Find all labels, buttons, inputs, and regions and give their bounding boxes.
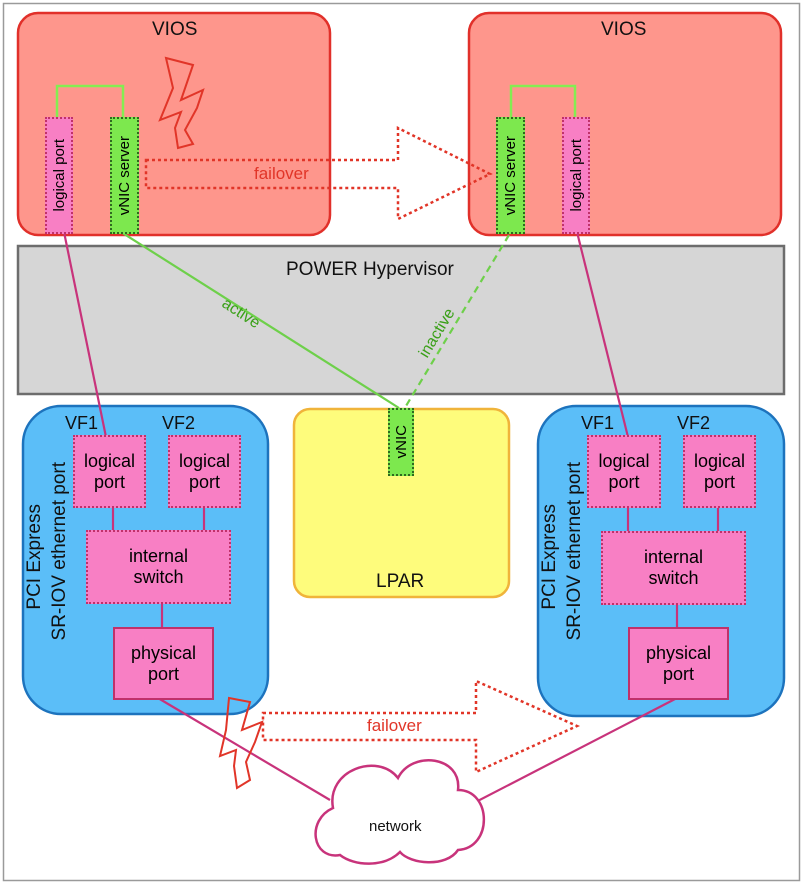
adapter-left-internal-switch-line-1: internal — [128, 546, 189, 566]
network-label: network — [369, 818, 422, 835]
adapter-right-physical-port-line-2: port — [662, 663, 695, 684]
vios-left-box — [16, 11, 332, 237]
inactive-link — [405, 234, 510, 407]
failure-bolt-top-icon — [158, 56, 205, 150]
link-left-physical-to-network — [157, 697, 331, 801]
vios-right-vnic-server-label: vNIC server — [502, 135, 519, 216]
adapter-right-physical-port: physical port — [628, 627, 729, 700]
adapter-right-side-label-1: PCI Express — [539, 504, 560, 610]
vios-left-logical-port-label: logical port — [50, 139, 68, 212]
vios-left-logical-port: logical port — [45, 117, 73, 234]
network-cloud — [314, 759, 486, 865]
adapter-left-internal-switch-line-2: switch — [133, 567, 184, 587]
vios-right-logical-port-label: logical port — [567, 139, 585, 212]
adapter-right-logical-port-1: logical port — [587, 435, 661, 508]
failover-bottom-label: failover — [367, 716, 422, 735]
vios-left-bridge — [55, 84, 125, 118]
adapter-right-vf1: VF1 — [581, 413, 615, 433]
lpar-vnic-label: vNIC — [392, 425, 410, 459]
adapter-internal-links — [111, 507, 720, 628]
adapter-right-logical-port-1-line-1: logical — [598, 450, 650, 471]
vios-left-title: VIOS — [152, 19, 198, 40]
vios-right-box — [467, 11, 783, 237]
adapter-left-logical-port-2: logical port — [168, 435, 241, 508]
adapter-left-vf1: VF1 — [65, 413, 99, 433]
adapter-left-side-label-1: PCI Express — [24, 504, 45, 610]
adapter-right-internal-switch-line-2: switch — [648, 568, 699, 588]
failover-top-label: failover — [254, 164, 309, 183]
active-link — [120, 231, 400, 409]
vios-right-title: VIOS — [601, 19, 647, 40]
failure-bolt-bottom-icon — [218, 696, 264, 790]
adapter-right-logical-port-2-line-2: port — [703, 471, 736, 492]
adapter-right-side-label-2: SR-IOV ethernet port — [564, 462, 585, 641]
vios-right-bridge — [509, 84, 577, 118]
failover-arrow-bottom — [261, 679, 581, 774]
adapter-left-logical-port-1-line-2: port — [93, 471, 126, 492]
adapter-left-vf2: VF2 — [162, 413, 196, 433]
adapter-right-internal-switch: internal switch — [601, 531, 746, 605]
adapter-left-internal-switch: internal switch — [86, 530, 231, 604]
adapter-right-logical-port-2-line-1: logical — [693, 450, 746, 471]
hypervisor-box — [16, 244, 786, 396]
adapter-right-physical-port-line-1: physical — [645, 642, 712, 663]
hypervisor-title: POWER Hypervisor — [286, 259, 454, 280]
link-right-physical-to-network — [467, 697, 678, 807]
adapter-left-physical-port: physical port — [113, 627, 214, 700]
adapter-left-logical-port-2-line-1: logical — [178, 450, 231, 471]
link-vios-right-to-vf1 — [575, 231, 630, 438]
vios-right-logical-port: logical port — [562, 117, 590, 234]
adapter-left-side-label-2: SR-IOV ethernet port — [49, 462, 70, 641]
adapter-right-logical-port-2: logical port — [683, 435, 756, 508]
adapter-left-logical-port-2-line-2: port — [188, 471, 221, 492]
vios-right-vnic-server: vNIC server — [496, 117, 525, 234]
link-vios-left-to-vf1 — [62, 231, 108, 438]
adapter-left-physical-port-line-2: port — [147, 663, 180, 684]
vios-left-vnic-server-label: vNIC server — [116, 135, 133, 216]
lpar-title: LPAR — [376, 571, 425, 592]
adapter-left-physical-port-line-1: physical — [130, 642, 197, 663]
vios-left-vnic-server: vNIC server — [110, 117, 139, 234]
adapter-right-vf2: VF2 — [677, 413, 711, 433]
adapter-right-logical-port-1-line-2: port — [608, 471, 640, 492]
failover-arrow-top — [144, 125, 493, 222]
lpar-vnic: vNIC — [388, 408, 414, 476]
adapter-left-logical-port-1-line-1: logical — [83, 450, 136, 471]
adapter-right-internal-switch-line-1: internal — [643, 547, 704, 567]
adapter-left-logical-port-1: logical port — [73, 435, 146, 508]
